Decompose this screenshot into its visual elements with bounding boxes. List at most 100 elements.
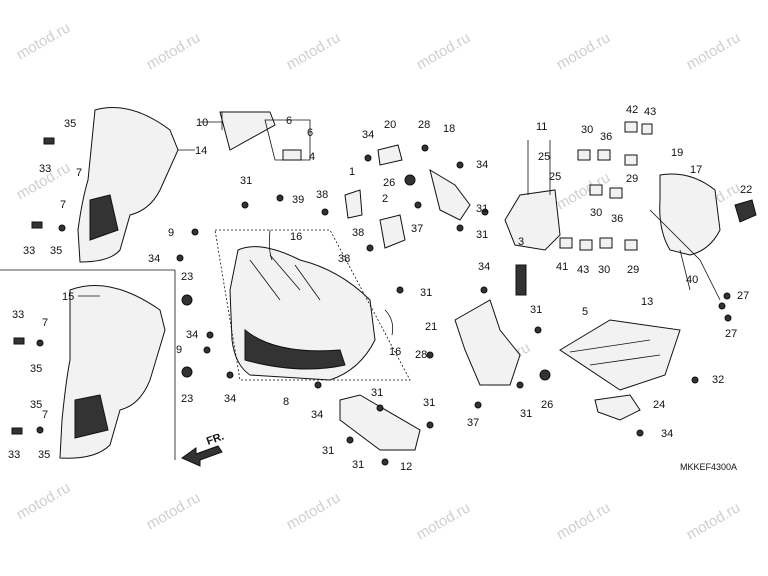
screw-icon [516,381,524,389]
callout-28: 28 [418,119,430,131]
callout-38: 38 [338,253,350,265]
callout-26: 26 [383,177,395,189]
callout-16: 16 [290,231,302,243]
callout-7: 7 [76,167,82,179]
callout-8: 8 [283,396,289,408]
callout-14: 14 [195,145,207,157]
callout-6: 6 [286,115,292,127]
screw-icon [376,404,384,412]
watermark-text: motod.ru [14,479,74,523]
front-direction-indicator: FR. [180,430,226,467]
bolt-group-left [11,137,66,435]
callout-27: 27 [737,290,749,302]
callout-1: 1 [349,166,355,178]
base-plate-detail [569,339,661,366]
callout-30: 30 [590,207,602,219]
collar-icon [577,149,591,161]
part-2-bracket [379,214,406,249]
callout-31: 31 [371,387,383,399]
callout-25: 25 [549,171,561,183]
callout-35: 35 [30,399,42,411]
grommet-icon [181,366,193,378]
collar-icon [589,184,603,196]
bolt-icon [11,427,23,435]
screw-icon [366,244,374,252]
callout-30: 30 [598,264,610,276]
callout-23: 23 [181,271,193,283]
leader-line [527,140,551,195]
callout-33: 33 [8,449,20,461]
screw-icon [534,326,542,334]
part-21-stay [454,299,521,386]
watermark-text: motod.ru [144,489,204,533]
grommet-icon [181,294,193,306]
callout-labels: 35 33 7 14 7 33 35 15 33 7 35 35 7 33 35… [8,104,752,473]
callout-34: 34 [224,393,236,405]
part-18-stay [429,168,471,221]
callout-26: 26 [541,399,553,411]
leader-line [200,112,223,130]
callout-43: 43 [577,264,589,276]
callout-21: 21 [425,321,437,333]
watermark-text: motod.ru [414,29,474,73]
bolt-icon [13,337,25,345]
callout-40: 40 [686,274,698,286]
screw-icon [718,302,726,310]
part-4-plate [282,149,302,161]
collar-icon [579,239,593,251]
collar-icon [609,187,623,199]
washer-icon [36,426,44,434]
washer-icon [36,339,44,347]
screw-icon [191,228,199,236]
watermark-text: motod.ru [144,29,204,73]
callout-32: 32 [712,374,724,386]
callout-23: 23 [181,393,193,405]
callout-5: 5 [582,306,588,318]
collar-icon [624,121,638,133]
callout-2: 2 [382,193,388,205]
callout-31: 31 [352,459,364,471]
part-3-spring [515,264,527,296]
watermark-text: motod.ru [284,29,344,73]
screw-icon [723,292,731,300]
meter-unit [504,189,561,251]
callout-29: 29 [627,264,639,276]
screw-icon [426,421,434,429]
callout-31: 31 [476,229,488,241]
callout-11: 11 [536,121,547,133]
grommet-icon [404,174,416,186]
screw-icon [321,208,329,216]
part-24-bracket [594,394,641,421]
screw-icon [456,224,464,232]
screw-icon [203,346,211,354]
collar-icon [599,237,613,249]
screw-icon [636,429,644,437]
washer-icon [58,224,66,232]
callout-31: 31 [322,445,334,457]
callout-15: 15 [62,291,74,303]
callout-38: 38 [352,227,364,239]
windscreen-upper-cutout [89,194,119,241]
screw-icon [480,286,488,294]
watermark-text: motod.ru [554,169,614,213]
collar-icon [641,123,653,135]
watermark-text: motod.ru [284,489,344,533]
grommet-icon [539,369,551,381]
callout-41: 41 [556,261,568,273]
callout-36: 36 [600,131,612,143]
part-16-hose [268,229,273,261]
callout-27: 27 [725,328,737,340]
callout-4: 4 [309,151,315,163]
screw-icon [226,371,234,379]
watermark-text: motod.ru [554,29,614,73]
callout-9: 9 [176,344,182,356]
callout-33: 33 [39,163,51,175]
part-20-clip [377,144,403,166]
callout-7: 7 [60,199,66,211]
watermark-text: motod.ru [684,29,744,73]
callout-31: 31 [420,287,432,299]
screw-icon [724,314,732,322]
screw-icon [276,194,284,202]
screw-icon [381,458,389,466]
